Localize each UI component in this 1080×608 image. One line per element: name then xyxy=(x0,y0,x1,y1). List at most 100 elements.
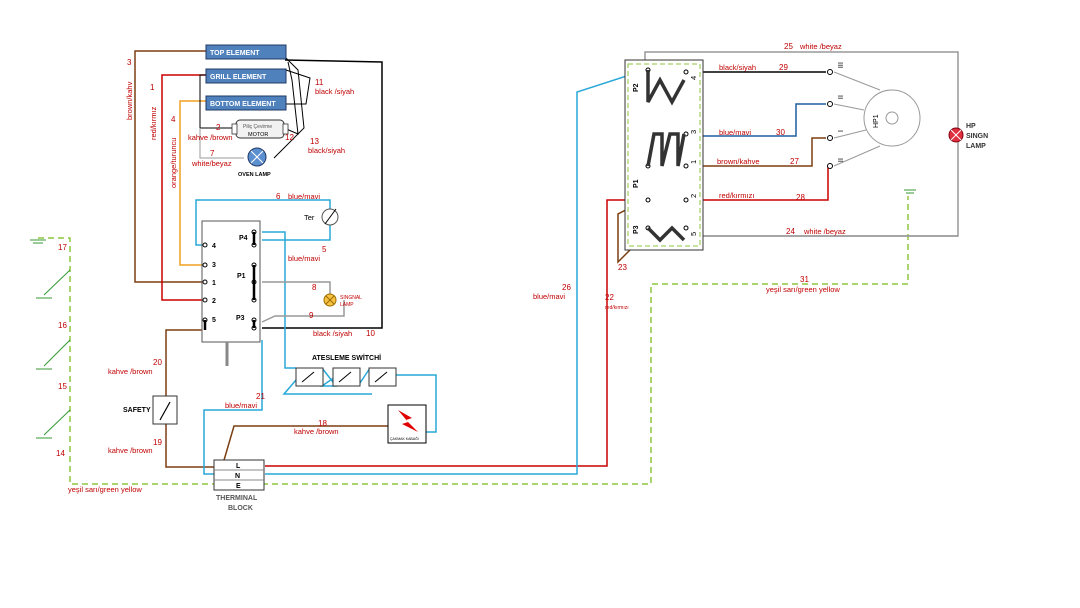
wire-18-brown xyxy=(221,425,390,468)
right-p1: P1 xyxy=(633,179,640,188)
left-contact-2 xyxy=(202,297,208,303)
right-t1: 1 xyxy=(689,160,698,164)
label-w8: 8 xyxy=(312,283,317,292)
wire-3-brown xyxy=(134,50,206,283)
label-w27-text: brown/kahve xyxy=(717,157,760,166)
label-w11-text: black /siyah xyxy=(315,87,354,96)
ignition-switch-2 xyxy=(332,367,361,387)
motor-caption: Piliç Çevirme xyxy=(243,124,272,130)
left-t4: 4 xyxy=(212,243,216,250)
oven-lamp: OVEN LAMP xyxy=(238,147,271,178)
rc-5 xyxy=(683,163,689,169)
wire-1-red xyxy=(161,74,206,301)
wire-7-white xyxy=(199,128,244,159)
motor-terminal-left xyxy=(231,123,238,135)
label-w26: 26 xyxy=(562,283,571,292)
label-w12: 12 xyxy=(285,133,294,142)
wire-blue-ignition-5 xyxy=(282,379,372,395)
right-p3: P3 xyxy=(633,225,640,234)
left-selector-switch: P4 P1 P3 4 3 1 2 5 xyxy=(201,220,261,366)
label-w7: 7 xyxy=(210,149,215,158)
hp-post-4 xyxy=(827,163,833,169)
top-element xyxy=(205,44,287,60)
ign-blade-3 xyxy=(374,371,388,383)
terminal-n: N xyxy=(235,473,240,480)
hp-term-ii: II xyxy=(836,95,845,99)
label-w28-text: red/kırmızı xyxy=(719,191,754,200)
safety-blade xyxy=(159,401,171,421)
label-w2-text: kahve /brown xyxy=(188,133,233,142)
left-p3: P3 xyxy=(236,315,245,322)
label-w30: 30 xyxy=(776,128,785,137)
terminal-l: L xyxy=(236,463,241,470)
terminal-block-label-1: THERMINAL xyxy=(216,495,258,502)
hp-thermostat: HP1 III II I II xyxy=(827,62,921,169)
wire-black-bundle xyxy=(273,57,305,159)
hp1-label: HP1 xyxy=(873,114,880,128)
ground-4a xyxy=(43,409,71,436)
bottom-element-label: BOTTOM ELEMENT xyxy=(210,101,276,108)
ign-blade-1 xyxy=(301,371,315,383)
label-w6: 6 xyxy=(276,192,281,201)
wire-labels: 3 brown/kahv 1 red/kırmız 4 orange/turun… xyxy=(56,42,846,494)
wire-10-11-black xyxy=(262,59,383,329)
label-w28: 28 xyxy=(796,193,805,202)
label-w22-text: red/kırmızı xyxy=(605,305,629,311)
hp-post-1 xyxy=(827,69,833,75)
hp-term-iii-top: III xyxy=(836,62,845,68)
label-w18: 18 xyxy=(318,419,327,428)
terminal-block: L N E THERMINAL BLOCK xyxy=(213,459,265,512)
bottom-element xyxy=(205,95,287,111)
lightning-icon xyxy=(398,410,418,432)
thermostat-needle xyxy=(324,208,337,225)
right-t4: 4 xyxy=(689,76,698,80)
heating-elements: TOP ELEMENT GRILL ELEMENT BOTTOM ELEMENT xyxy=(205,44,287,111)
label-w29-text: black/siyah xyxy=(719,63,756,72)
left-switch-blades xyxy=(203,232,256,330)
safety-label: SAFETY xyxy=(123,407,151,414)
label-w25-text: white /beyaz xyxy=(799,42,842,51)
label-w25: 25 xyxy=(784,42,793,51)
rc-6 xyxy=(645,197,651,203)
label-w9: 9 xyxy=(309,311,314,320)
spark-caption: ÇAKMAK KABAĞI xyxy=(390,436,419,441)
wire-2-kahve xyxy=(199,74,236,129)
right-switch-inner xyxy=(627,63,701,247)
label-w31: 31 xyxy=(800,275,809,284)
label-w4: 4 xyxy=(171,115,176,124)
rc-9 xyxy=(683,225,689,231)
ground-2a xyxy=(43,269,71,296)
hp-term-ii-bottom: II xyxy=(836,158,845,162)
wire-blue-ignition-4 xyxy=(395,374,437,433)
wire-21-blue xyxy=(203,340,263,475)
label-w18-text: kahve /brown xyxy=(294,427,339,436)
hp-post-2 xyxy=(827,101,833,107)
wire-hp-3 xyxy=(833,129,867,139)
wire-ground-green xyxy=(38,196,909,485)
label-w21-text: blue/mavi xyxy=(225,401,257,410)
ground-switches xyxy=(30,189,916,439)
label-w11: 11 xyxy=(315,78,324,87)
label-w2: 2 xyxy=(216,123,221,132)
right-switch-blades xyxy=(646,70,686,243)
label-w1-text: red/kırmız xyxy=(149,106,158,140)
spark-generator: ÇAKMAK KABAĞI xyxy=(387,404,427,444)
hp-lamp-label-1: HP xyxy=(966,123,976,130)
wire-30-blue xyxy=(695,103,826,137)
ignition-switch-1 xyxy=(295,367,324,387)
hp-lamp-label-3: LAMP xyxy=(966,143,986,150)
label-w23: 23 xyxy=(618,263,627,272)
signal-lamp-cross-2 xyxy=(325,295,335,305)
hp-lamp-label-2: SINGN xyxy=(966,133,988,140)
right-t2: 2 xyxy=(689,194,698,198)
oven-lamp-cross-2 xyxy=(250,150,264,164)
label-w5: 5 xyxy=(322,245,327,254)
label-w6-text: blue/mavi xyxy=(288,192,320,201)
hp-term-i: I xyxy=(836,130,845,132)
ground-3a xyxy=(43,339,71,367)
signal-lamp-label-1: SINGNAL xyxy=(340,295,362,301)
left-t5: 5 xyxy=(212,317,216,324)
wire-4-orange xyxy=(179,100,206,266)
rotisserie-motor: Piliç Çevirme MOTOR xyxy=(231,119,289,139)
